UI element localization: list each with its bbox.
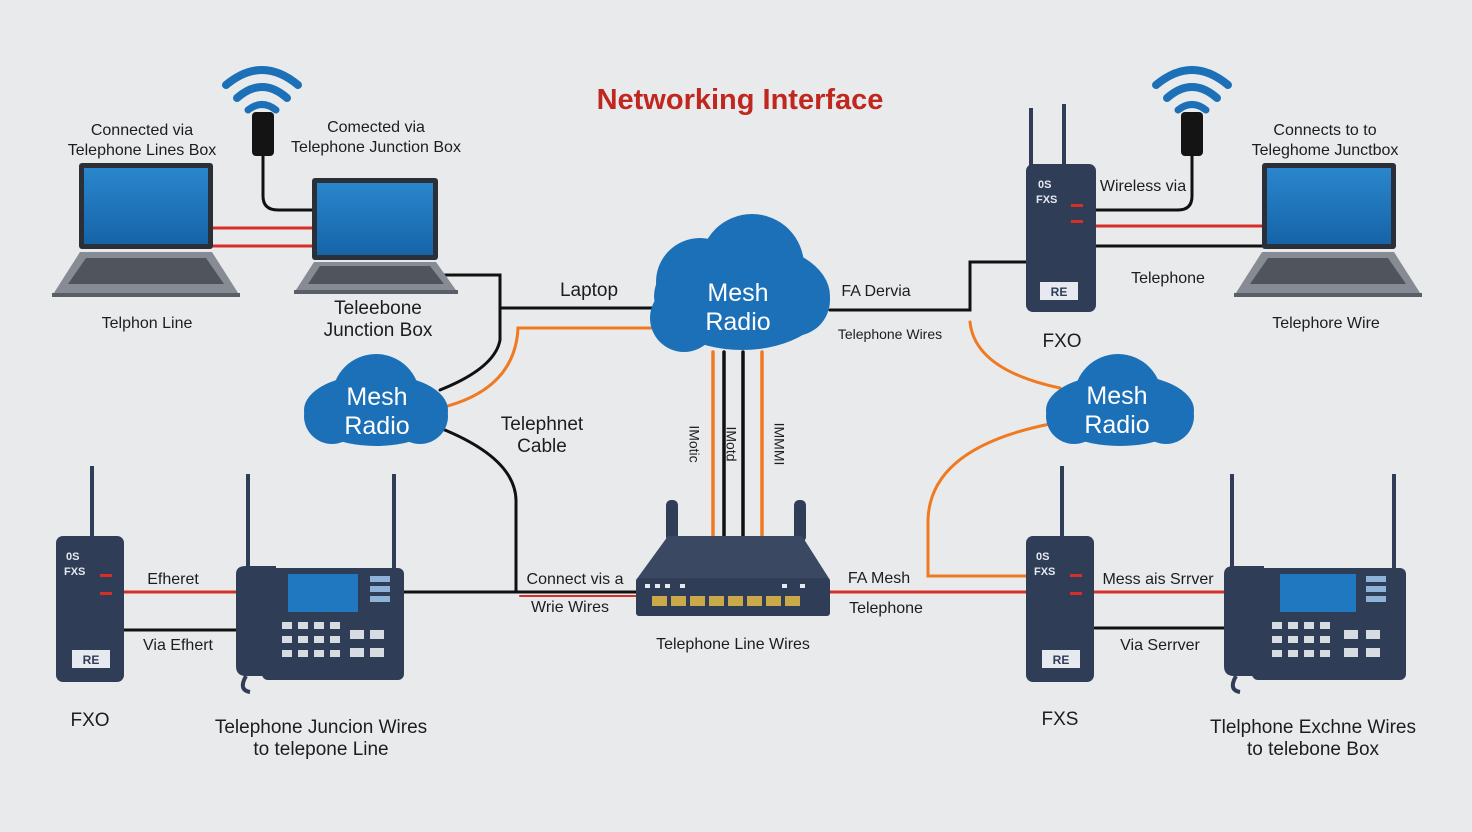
fa-device-label: FA Dervia xyxy=(841,283,911,300)
vertical-label-1: IMotic xyxy=(686,425,703,463)
right-fxo-plate-text: RE xyxy=(1050,285,1068,299)
switch-ports xyxy=(652,596,800,606)
wire-orange-left xyxy=(438,326,662,410)
cloud-center xyxy=(650,214,830,352)
tc-caption-line1: Comected via xyxy=(327,119,425,136)
fxo-top-a: 0S xyxy=(66,551,79,563)
wireless-via-label: Wireless via xyxy=(1099,178,1187,195)
telephnet-line2: Cable xyxy=(517,436,567,457)
telephone-right-label: Telephone xyxy=(1131,270,1205,287)
fxo-right-label: FXO xyxy=(1042,331,1082,352)
vertical-label-3: IMMMI xyxy=(771,422,788,466)
bl-caption-line1: Telephone Juncion Wires xyxy=(214,717,428,738)
tc-laptop-caption: Comected via Telephone Junction Box xyxy=(291,118,461,158)
br-caption-line1: Tlelphone Exchne Wires xyxy=(1210,717,1416,738)
cloud-left-line2: Radio xyxy=(344,412,410,440)
wifi-router-right xyxy=(1152,66,1232,156)
diagram-title: Networking Interface xyxy=(596,84,884,116)
wire-router-right xyxy=(1093,153,1194,212)
right-fxo-top-b: FXS xyxy=(1036,194,1057,206)
br-phone-caption: Tlelphone Exchne Wires to telebone Box xyxy=(1210,717,1416,761)
tr-laptop-caption: Connects to to Teleghome Junctbox xyxy=(1252,121,1399,161)
tr-caption-line1: Connects to to xyxy=(1273,122,1377,139)
laptop-top-left xyxy=(52,163,240,297)
cloud-left-label: Mesh Radio xyxy=(344,383,409,441)
fxs-top-a: 0S xyxy=(1036,551,1049,563)
wire-leftcloud-down xyxy=(438,426,638,594)
tl-caption-line1: Connected via xyxy=(90,122,194,139)
switch-caption: Telephone Line Wires xyxy=(656,636,810,653)
telephone-wires-label: Telephone Wires xyxy=(837,326,943,342)
tr-laptop-bottom: Telephore Wire xyxy=(1272,315,1380,332)
mess-server-label: Mess ais Srrver xyxy=(1102,571,1214,588)
fxs-box-right: 0S FXS xyxy=(1026,466,1094,682)
fxo-box-right-top: 0S FXS xyxy=(1026,104,1096,312)
cloud-right-line2: Radio xyxy=(1084,411,1150,439)
cloud-right-label: Mesh Radio xyxy=(1084,382,1149,440)
fxs-top-b: FXS xyxy=(1034,566,1055,578)
fxo-plate-text: RE xyxy=(82,653,100,667)
tl-laptop-caption: Connected via Telephone Lines Box xyxy=(68,121,217,161)
wires xyxy=(122,153,1264,632)
tr-caption-line2: Teleghome Junctbox xyxy=(1251,142,1399,159)
wire-laptop-cloud xyxy=(438,273,662,310)
via-efhert-label: Via Efhert xyxy=(143,637,213,654)
tc-laptop-bottom: Teleebone Junction Box xyxy=(324,298,433,342)
telephnet-line1: Telephnet xyxy=(500,414,584,435)
br-caption-line2: to telebone Box xyxy=(1246,739,1380,760)
desk-phone-right xyxy=(1224,474,1406,694)
network-switch xyxy=(636,500,830,616)
tc-bottom-line1: Teleebone xyxy=(334,298,422,319)
wrie-wires-label: Wrie Wires xyxy=(531,599,609,616)
telephnet-cable-label: Telephnet Cable xyxy=(501,414,583,458)
cloud-right xyxy=(1046,354,1194,446)
bl-phone-caption: Telephone Juncion Wires to telepone Line xyxy=(215,717,427,761)
fxo-top-b: FXS xyxy=(64,566,85,578)
bl-caption-line2: to telepone Line xyxy=(253,739,389,760)
fxo-box-left: 0S FXS xyxy=(56,466,124,682)
wifi-icon xyxy=(222,66,302,89)
tc-caption-line2: Telephone Junction Box xyxy=(291,139,461,156)
cloud-center-line2: Radio xyxy=(705,308,771,336)
cloud-left-line1: Mesh xyxy=(346,383,408,411)
wire-orange-right xyxy=(968,320,1062,390)
cloud-right-line1: Mesh xyxy=(1086,382,1148,410)
telephone-center-label: Telephone xyxy=(849,600,923,617)
tc-bottom-line2: Junction Box xyxy=(323,320,433,341)
wire-orange-rightcloud xyxy=(926,422,1052,578)
efheret-label: Efheret xyxy=(147,571,199,588)
tl-caption-line2: Telephone Lines Box xyxy=(67,142,217,159)
wifi-icon xyxy=(1152,66,1232,89)
vertical-label-2: IMotd xyxy=(723,426,740,462)
laptop-top-center xyxy=(294,178,458,294)
via-server-label: Via Serrver xyxy=(1120,637,1200,654)
cloud-left xyxy=(304,354,448,446)
wire-laptop-leftcloud xyxy=(438,306,502,392)
wire-cloud-right xyxy=(828,260,1030,312)
fxs-plate-text: RE xyxy=(1052,653,1070,667)
fxs-label: FXS xyxy=(1041,709,1079,730)
wifi-router-left xyxy=(222,66,302,156)
desk-phone-left xyxy=(236,474,404,694)
cloud-center-line1: Mesh xyxy=(707,279,769,307)
right-fxo-top-a: 0S xyxy=(1038,179,1051,191)
tl-laptop-bottom: Telphon Line xyxy=(101,315,193,332)
laptop-top-right xyxy=(1234,163,1422,297)
fa-mesh-label: FA Mesh xyxy=(847,570,911,587)
laptop-label: Laptop xyxy=(559,280,619,301)
wire-router-left xyxy=(261,153,314,212)
fxo-left-label: FXO xyxy=(70,710,110,731)
cloud-center-label: Mesh Radio xyxy=(705,279,770,337)
connect-via-label: Connect vis a xyxy=(526,571,624,588)
